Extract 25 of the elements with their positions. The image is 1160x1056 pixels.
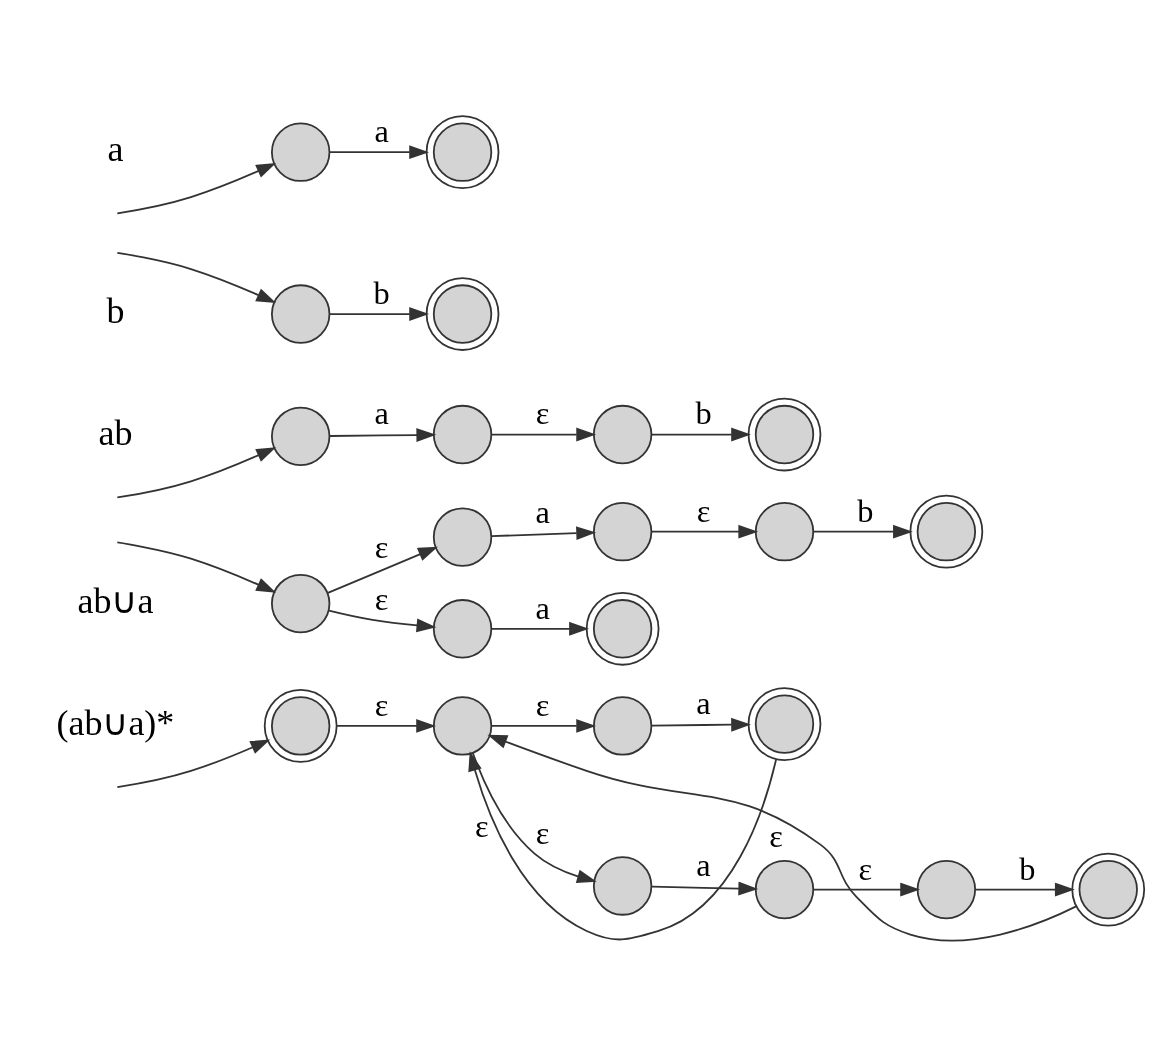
edge-label: b	[373, 274, 390, 311]
edge-label: b	[857, 492, 874, 529]
edge-label: ε	[475, 807, 489, 844]
edge-label: ε	[535, 814, 550, 851]
edge-label: b	[1019, 850, 1036, 887]
edge-label: ε	[858, 850, 873, 887]
label: a	[107, 128, 124, 169]
label: (ab∪a)*	[56, 702, 175, 743]
edge-label: ε	[535, 686, 550, 723]
edge-label: b	[695, 394, 712, 431]
edge-label: a	[535, 493, 550, 530]
label: b	[106, 290, 125, 331]
edge-label: ε	[535, 394, 550, 431]
edge-label: a	[374, 112, 389, 149]
edge-label: a	[374, 394, 389, 431]
edge-label: a	[696, 684, 711, 721]
edge-label: ε	[374, 528, 389, 565]
label: ab∪a	[77, 580, 154, 621]
label: ab	[98, 412, 133, 453]
edge-label: a	[535, 589, 550, 626]
edge-label: ε	[696, 492, 711, 529]
edge-label: ε	[374, 686, 389, 723]
edge-label: a	[696, 846, 711, 883]
edge-label: ε	[769, 817, 783, 854]
edge-label: ε	[374, 580, 389, 617]
